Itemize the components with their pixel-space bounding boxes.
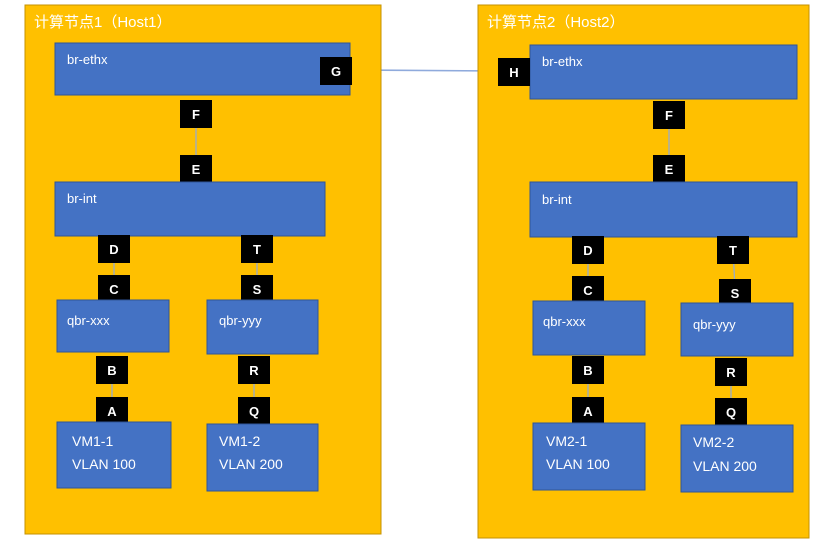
br-int-label: br-int bbox=[542, 192, 572, 207]
host-1-title: 计算节点1（Host1） bbox=[34, 13, 172, 31]
br-int-box bbox=[529, 181, 798, 238]
br-ethx-box bbox=[529, 44, 798, 100]
port-b bbox=[572, 356, 604, 384]
port-f bbox=[180, 100, 212, 128]
port-c bbox=[98, 275, 130, 303]
port-q bbox=[238, 397, 270, 425]
br-int-box bbox=[54, 181, 326, 237]
port-d-label: D bbox=[583, 243, 592, 258]
br-ethx-box bbox=[54, 42, 351, 96]
port-b-label: B bbox=[583, 363, 592, 378]
vm-box bbox=[532, 422, 646, 491]
qbr-yyy-box bbox=[206, 299, 319, 355]
host-2-title: 计算节点2（Host2） bbox=[487, 13, 625, 31]
vm-box bbox=[206, 423, 319, 492]
port-f-label: F bbox=[665, 108, 673, 123]
qbr-yyy-label: qbr-yyy bbox=[693, 317, 736, 332]
vm-vlan: VLAN 200 bbox=[219, 456, 283, 472]
port-a-label: A bbox=[107, 404, 117, 419]
port-t-label: T bbox=[729, 243, 737, 258]
port-a-label: A bbox=[583, 404, 593, 419]
port-q-label: Q bbox=[249, 404, 259, 419]
port-g bbox=[320, 57, 352, 85]
qbr-xxx-label: qbr-xxx bbox=[543, 314, 586, 329]
port-t bbox=[717, 236, 749, 264]
port-a bbox=[572, 397, 604, 425]
port-b bbox=[96, 356, 128, 384]
port-c bbox=[572, 276, 604, 304]
port-d bbox=[98, 235, 130, 263]
vm-name: VM2-2 bbox=[693, 434, 734, 450]
host-1: 计算节点1（Host1） br-ethx G F E br-int D T C … bbox=[24, 4, 382, 535]
vm-vlan: VLAN 100 bbox=[546, 456, 610, 472]
qbr-yyy-box bbox=[680, 302, 794, 357]
port-g-label: G bbox=[331, 64, 341, 79]
port-d bbox=[572, 236, 604, 264]
vm-box bbox=[680, 424, 794, 493]
br-ethx-label: br-ethx bbox=[542, 54, 583, 69]
port-t bbox=[241, 235, 273, 263]
qbr-xxx-label: qbr-xxx bbox=[67, 313, 110, 328]
qbr-xxx-box bbox=[532, 300, 646, 356]
qbr-xxx-box bbox=[56, 299, 170, 353]
port-e-label: E bbox=[665, 162, 674, 177]
port-f-label: F bbox=[192, 107, 200, 122]
port-r bbox=[715, 358, 747, 386]
qbr-yyy-label: qbr-yyy bbox=[219, 313, 262, 328]
br-ethx-label: br-ethx bbox=[67, 52, 108, 67]
port-q-label: Q bbox=[726, 405, 736, 420]
vm-name: VM1-1 bbox=[72, 433, 113, 449]
port-f bbox=[653, 101, 685, 129]
port-e-label: E bbox=[192, 162, 201, 177]
port-s bbox=[719, 279, 751, 307]
port-s-label: S bbox=[253, 282, 262, 297]
vm-name: VM1-2 bbox=[219, 433, 260, 449]
port-q bbox=[715, 398, 747, 426]
port-d-label: D bbox=[109, 242, 118, 257]
port-c-label: C bbox=[583, 283, 593, 298]
port-e bbox=[653, 155, 685, 183]
vm-name: VM2-1 bbox=[546, 433, 587, 449]
vm-vlan: VLAN 200 bbox=[693, 458, 757, 474]
port-r bbox=[238, 356, 270, 384]
vm-vlan: VLAN 100 bbox=[72, 456, 136, 472]
port-h-label: H bbox=[509, 65, 518, 80]
br-int-label: br-int bbox=[67, 191, 97, 206]
port-t-label: T bbox=[253, 242, 261, 257]
port-s bbox=[241, 275, 273, 303]
port-r-label: R bbox=[249, 363, 259, 378]
port-c-label: C bbox=[109, 282, 119, 297]
port-s-label: S bbox=[731, 286, 740, 301]
vm-box bbox=[56, 421, 172, 489]
port-b-label: B bbox=[107, 363, 116, 378]
host-2: 计算节点2（Host2） br-ethx H F E br-int D T C … bbox=[477, 4, 810, 539]
port-e bbox=[180, 155, 212, 183]
port-h bbox=[498, 58, 530, 86]
port-a bbox=[96, 397, 128, 425]
port-r-label: R bbox=[726, 365, 736, 380]
